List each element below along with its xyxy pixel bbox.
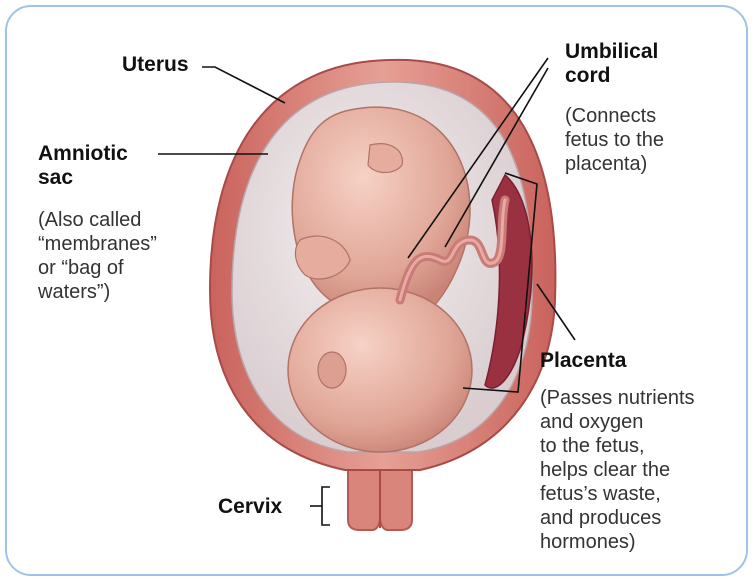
placenta-description: (Passes nutrients and oxygen to the fetu… (540, 386, 695, 554)
placenta-label: Placenta (540, 349, 626, 373)
amniotic-sac-description: (Also called “membranes” or “bag of wate… (38, 208, 157, 304)
uterus-label: Uterus (122, 53, 189, 77)
umbilical-cord-description: (Connects fetus to the placenta) (565, 104, 664, 176)
umbilical-cord-label: Umbilical cord (565, 40, 658, 88)
fetus (288, 107, 472, 452)
uterus-leader (202, 67, 285, 103)
cervix-label: Cervix (218, 495, 282, 519)
amniotic-sac-label: Amniotic sac (38, 142, 128, 190)
cervix-bracket (322, 487, 330, 525)
